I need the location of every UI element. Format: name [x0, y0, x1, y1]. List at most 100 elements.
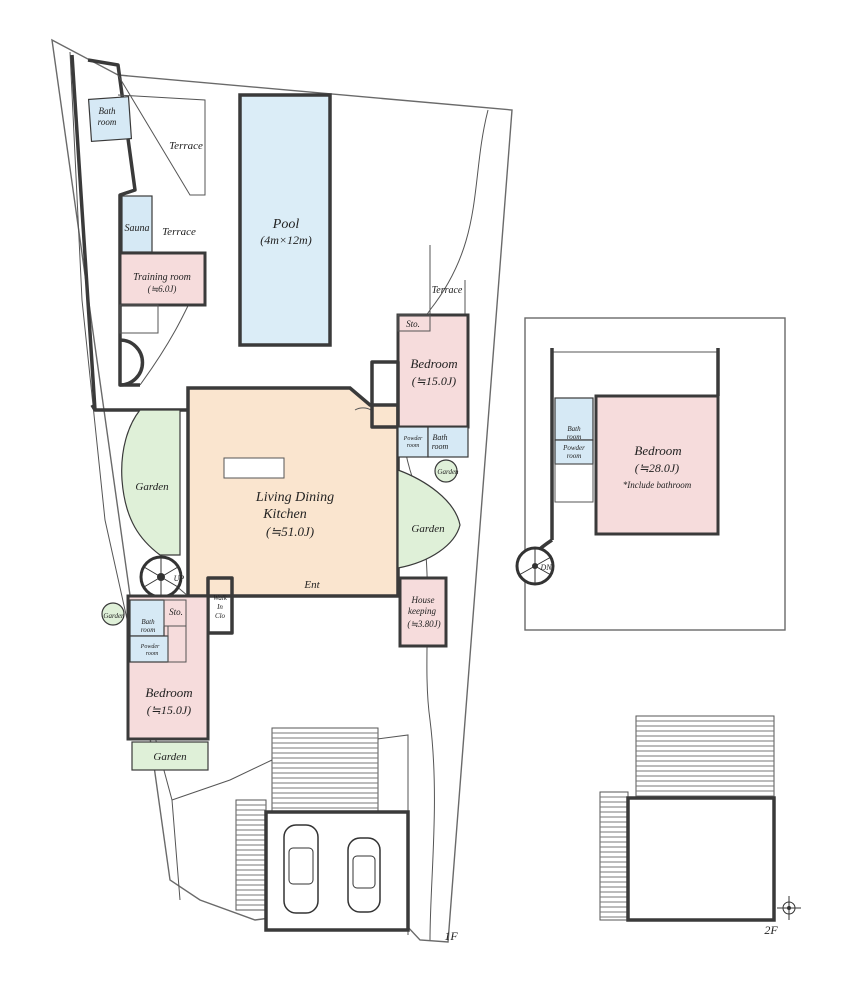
svg-text:(≒3.80J): (≒3.80J) [407, 619, 440, 629]
powder-small-label-2: room [407, 443, 420, 449]
bath-2f-label-2: room [567, 433, 582, 441]
site-boundary-2f [524, 317, 786, 631]
bath-room-bed2 [129, 599, 165, 637]
bedroom-1 [396, 313, 470, 429]
garden-bottom [131, 741, 209, 771]
bath-small-label-2: room [432, 442, 449, 451]
pool-label: Pool [272, 217, 300, 232]
stairs-1f-top [271, 727, 379, 814]
terrace-diagonal [117, 74, 206, 196]
bath-room-2f [554, 397, 594, 441]
garden-left [121, 409, 181, 556]
bedroom-2f-note: *Include bathroom [623, 480, 692, 490]
svg-text:Powder: Powder [403, 436, 423, 442]
bedroom2-size: (≒15.0J) [147, 703, 191, 717]
bath-2f-label-1: Bath [567, 425, 581, 433]
terrace-mid-label: Terrace [162, 226, 196, 238]
training-label-1: Training room [133, 272, 191, 283]
bath-small-label-1: Bath [432, 433, 447, 442]
storage-bed1-label: Sto. [406, 319, 420, 329]
walk-in-label-3: Clo [215, 612, 226, 620]
stairs-1f-left [235, 799, 267, 911]
powder-room-2f [554, 439, 594, 465]
training-label-2: (≒6.0J) [148, 284, 177, 294]
svg-text:Bath: Bath [99, 106, 116, 116]
bedroom-2f [594, 394, 720, 536]
car-icon [283, 824, 319, 914]
garden-right [397, 469, 461, 569]
sauna [121, 195, 153, 253]
svg-text:Powder: Powder [562, 444, 585, 452]
powder-2f-label-2: room [567, 452, 582, 460]
powder-bed2-label-2: room [146, 651, 159, 657]
house-keeping-label-1: House [411, 595, 435, 605]
site-inner-line [69, 51, 181, 901]
svg-text:room: room [407, 443, 420, 449]
ldk-label-3: (≒51.0J) [266, 524, 314, 539]
house-keeping-label-2: keeping [408, 606, 436, 616]
bedroom1-size: (≒15.0J) [412, 374, 456, 388]
powder-bed2-label-1: Powder [140, 644, 160, 650]
ldk-label-2: Kitchen [262, 507, 307, 522]
pool [238, 93, 332, 347]
svg-text:House: House [411, 595, 435, 605]
bath-room-small [427, 426, 469, 458]
svg-text:Clo: Clo [215, 612, 226, 620]
svg-text:keeping: keeping [408, 606, 436, 616]
entrance-label: Ent [303, 579, 320, 591]
stairs-2f-left [599, 791, 629, 921]
pool-size-label: (4m×12m) [260, 233, 311, 247]
svg-text:room: room [141, 626, 156, 634]
garden-tiny [101, 602, 125, 626]
svg-text:room: room [98, 117, 117, 127]
toilet-2f [554, 463, 594, 503]
svg-text:Bath: Bath [567, 425, 581, 433]
terrace-top-label: Terrace [169, 140, 203, 152]
toilet-bed1 [370, 360, 400, 429]
bath-bed2-label-1: Bath [141, 618, 155, 626]
down-label: DN [539, 563, 552, 572]
ldk-label-1: Living Dining [255, 490, 334, 505]
svg-text:In: In [216, 603, 223, 611]
svg-text:room: room [567, 433, 582, 441]
garden-right-label: Garden [411, 523, 445, 535]
sauna-label: Sauna [125, 223, 150, 234]
svg-text:Bath: Bath [141, 618, 155, 626]
svg-text:Bath: Bath [432, 433, 447, 442]
svg-text:room: room [432, 442, 449, 451]
spiral-stair-icon [515, 546, 555, 586]
kitchen-island [223, 457, 285, 479]
house-keeping-label-3: (≒3.80J) [407, 619, 440, 629]
svg-text:Powder: Powder [140, 644, 160, 650]
bedroom1-label: Bedroom [410, 356, 457, 371]
terrace-right-label: Terrace [432, 285, 463, 296]
storage-bed1 [397, 314, 431, 332]
bedroom-2f-label: Bedroom [634, 443, 681, 458]
curved-wall-west [119, 338, 145, 387]
stairs-2f-top [635, 715, 775, 801]
powder-room-small [397, 426, 429, 458]
svg-text:room: room [146, 651, 159, 657]
powder-room-bed2 [129, 635, 169, 663]
car-icon [347, 837, 381, 913]
compass-icon [777, 896, 801, 920]
bedroom-2f-size: (≒28.0J) [635, 461, 679, 475]
powder-2f-label-1: Powder [562, 444, 585, 452]
garden-small-label: Garden [437, 468, 459, 476]
bath-top-label-1: Bath [99, 106, 116, 116]
training-room [118, 251, 207, 307]
door-swing-ldk [354, 407, 372, 411]
bath-bed2-label-2: room [141, 626, 156, 634]
garden-left-label: Garden [135, 481, 169, 493]
powder-small-label-1: Powder [403, 436, 423, 442]
bath-room-top [87, 96, 133, 142]
svg-text:(≒6.0J): (≒6.0J) [148, 284, 177, 294]
svg-text:room: room [567, 452, 582, 460]
up-label: UP [174, 574, 185, 583]
storage-bed2-label: Sto. [169, 607, 183, 617]
garden-bottom-label: Garden [153, 751, 187, 763]
bath-top-label-2: room [98, 117, 117, 127]
garden-small [434, 459, 458, 483]
